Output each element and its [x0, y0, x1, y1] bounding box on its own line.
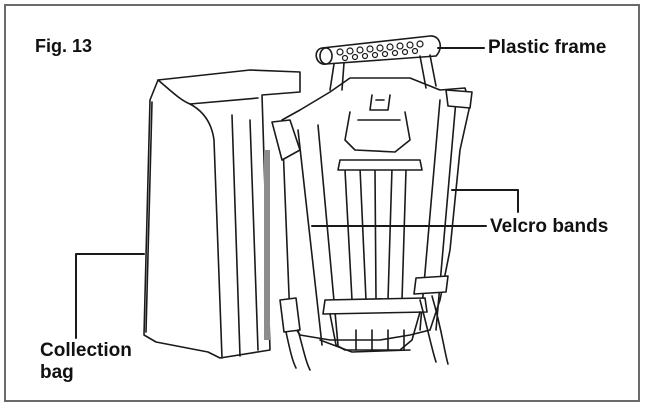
velcro-top-leader [451, 189, 519, 213]
collection-bag-label-line2: bag [40, 362, 74, 383]
plastic-frame-label: Plastic frame [488, 37, 607, 58]
collection-bag-leader [75, 253, 145, 339]
plastic-frame-drawing [281, 77, 471, 353]
collection-bag-drawing [143, 69, 301, 359]
velcro-bands-label: Velcro bands [490, 216, 609, 237]
collection-bag-label: Collection bag [40, 340, 132, 384]
figure-label: Fig. 13 [35, 36, 93, 56]
handle-drawing [315, 35, 442, 91]
bag-stripe [264, 150, 270, 340]
velcro-bands-drawing [271, 89, 473, 371]
leader-lines [75, 47, 519, 339]
collection-bag-label-line1: Collection [40, 340, 132, 361]
